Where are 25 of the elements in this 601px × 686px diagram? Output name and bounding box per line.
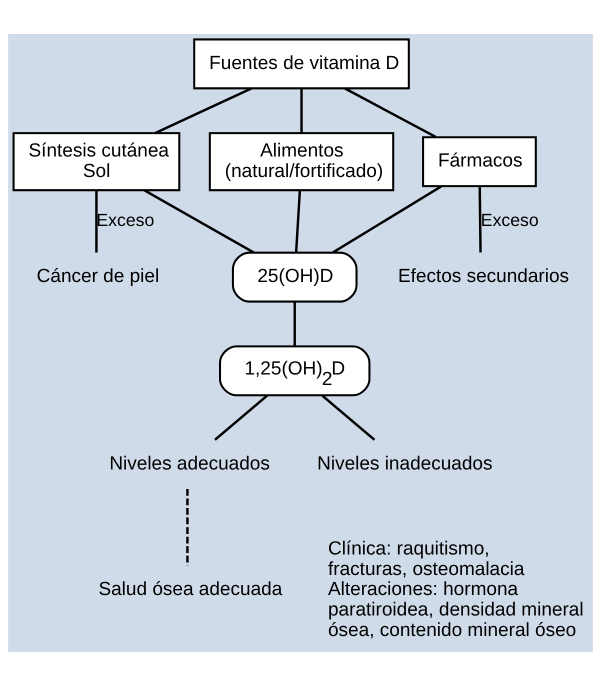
edge-label: Exceso: [96, 210, 154, 230]
connector: [344, 87, 436, 138]
connector: [478, 186, 482, 252]
node-box: Síntesis cutánea Sol: [12, 132, 180, 192]
node-text: Niveles adecuados: [109, 454, 270, 475]
node-text: Efectos secundarios: [398, 266, 570, 288]
connector: [95, 190, 98, 253]
node-box: Fuentes de vitamina D: [193, 38, 410, 90]
node-box: 25(OH)D: [232, 252, 358, 303]
node-text: Niveles inadecuados: [317, 454, 492, 475]
node-text: Salud ósea adecuada: [98, 579, 282, 600]
connector: [322, 394, 376, 441]
node-box: Alimentos (natural/fortificado): [208, 132, 394, 192]
connector: [294, 302, 296, 346]
node-text: Clínica: raquitismo, fracturas, osteomalacia Alteraciones: hormona paratiroidea, densidad mineral ósea, contenido mineral óseo: [328, 538, 584, 641]
connector: [332, 185, 442, 254]
connector: [186, 489, 189, 566]
connector: [300, 88, 303, 134]
connector: [214, 394, 268, 441]
edge-label: Exceso: [480, 210, 539, 230]
connector: [154, 87, 252, 134]
node-box: Fármacos: [422, 136, 537, 188]
node-text: Cáncer de piel: [36, 266, 160, 288]
connector: [294, 190, 302, 253]
connector: [144, 189, 254, 254]
